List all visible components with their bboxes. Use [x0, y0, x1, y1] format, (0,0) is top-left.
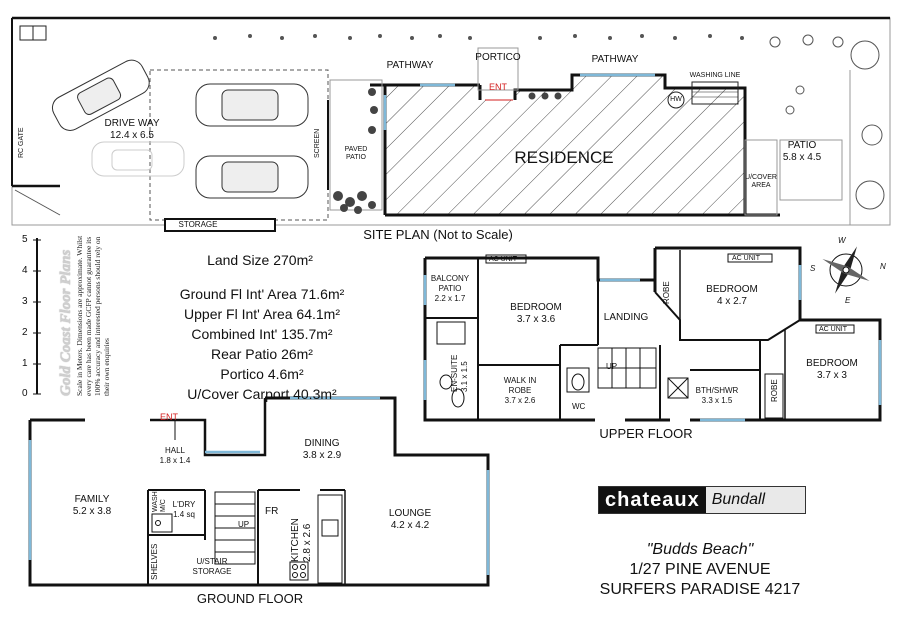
upper-floor-caption: UPPER FLOOR	[599, 426, 693, 441]
residence-label: RESIDENCE	[514, 148, 614, 167]
scale-tick: 5	[22, 234, 28, 245]
info-block: Ground Fl Int' Area 71.6m² Upper Fl Int'…	[179, 286, 345, 402]
scale-tick: 2	[22, 327, 28, 338]
ground-up-label: UP	[238, 520, 250, 529]
shelves-label: SHELVES	[150, 543, 159, 580]
screen-label: SCREEN	[314, 128, 321, 158]
ucover-area	[744, 139, 778, 216]
compass-s: S	[810, 264, 816, 273]
car-ghost	[91, 141, 185, 177]
pathway-left-label: PATHWAY	[386, 60, 434, 71]
disclaimer-text: Scale in Meters. Dimensions are approxim…	[75, 235, 111, 396]
compass-w: W	[838, 236, 846, 245]
storage-label: STORAGE	[178, 220, 218, 229]
scale-bar	[33, 238, 41, 395]
logo-dark-text: chateaux	[599, 487, 706, 513]
robe-label: ROBE	[662, 281, 671, 304]
pathway-right-label: PATHWAY	[591, 54, 639, 65]
logo-light-text: Bundall	[705, 487, 805, 513]
ground-ent-label: ENT	[160, 412, 178, 422]
property-name: "Budds Beach"	[646, 541, 754, 558]
address-block: "Budds Beach" 1/27 PINE AVENUE SURFERS P…	[600, 540, 801, 600]
upper-up-label: UP	[606, 362, 618, 371]
hw-label: HW	[670, 96, 682, 103]
ground-floor-caption: GROUND FLOOR	[196, 591, 304, 606]
scale-tick: 1	[22, 358, 28, 369]
scale-tick: 0	[22, 388, 28, 399]
site-plan	[11, 16, 891, 232]
ucover-label: U/COVER AREA	[745, 174, 777, 189]
washing-line	[691, 81, 739, 105]
chateaux-logo: chateaux Bundall	[598, 486, 806, 514]
suburb: SURFERS PARADISE 4217	[599, 581, 801, 598]
compass-e: E	[845, 296, 851, 305]
hw-icon	[667, 91, 685, 109]
wc-label: WC	[572, 402, 586, 411]
ac-unit-label: AC UNIT	[489, 256, 517, 263]
disclaimer-block: Gold Coast Floor Plans Scale in Meters. …	[58, 232, 118, 396]
car-icon	[51, 59, 309, 199]
gcfp-brand: Gold Coast Floor Plans	[58, 249, 74, 396]
scale-tick: 4	[22, 265, 28, 276]
scale-tick: 3	[22, 296, 28, 307]
portico	[477, 47, 519, 91]
storage	[164, 218, 276, 232]
compass-icon	[822, 246, 870, 294]
washing-line-label: WASHING LINE	[689, 72, 741, 79]
ground-floor	[28, 396, 490, 587]
under-stair-label: U/STAIR STORAGE	[192, 557, 232, 576]
landing-label: LANDING	[603, 312, 649, 323]
site-ent-label: ENT	[489, 82, 507, 92]
wash-label: WASH M/C	[152, 491, 167, 512]
ac-unit-label: AC UNIT	[819, 326, 847, 333]
portico-label: PORTICO	[475, 52, 521, 63]
robe-label: ROBE	[770, 379, 779, 402]
fridge-label: FR	[265, 506, 279, 517]
street-address: 1/27 PINE AVENUE	[629, 561, 771, 578]
ac-unit-label: AC UNIT	[732, 255, 760, 262]
patio	[779, 139, 843, 201]
residence-hatch	[385, 75, 745, 215]
rc-gate-label: RC GATE	[18, 127, 25, 158]
land-size: Land Size 270m²	[207, 252, 313, 268]
site-plan-caption: SITE PLAN (Not to Scale)	[363, 227, 513, 242]
compass-n: N	[880, 262, 886, 271]
paved-patio-label: PAVED PATIO	[344, 146, 368, 161]
paved-patio	[329, 79, 383, 211]
